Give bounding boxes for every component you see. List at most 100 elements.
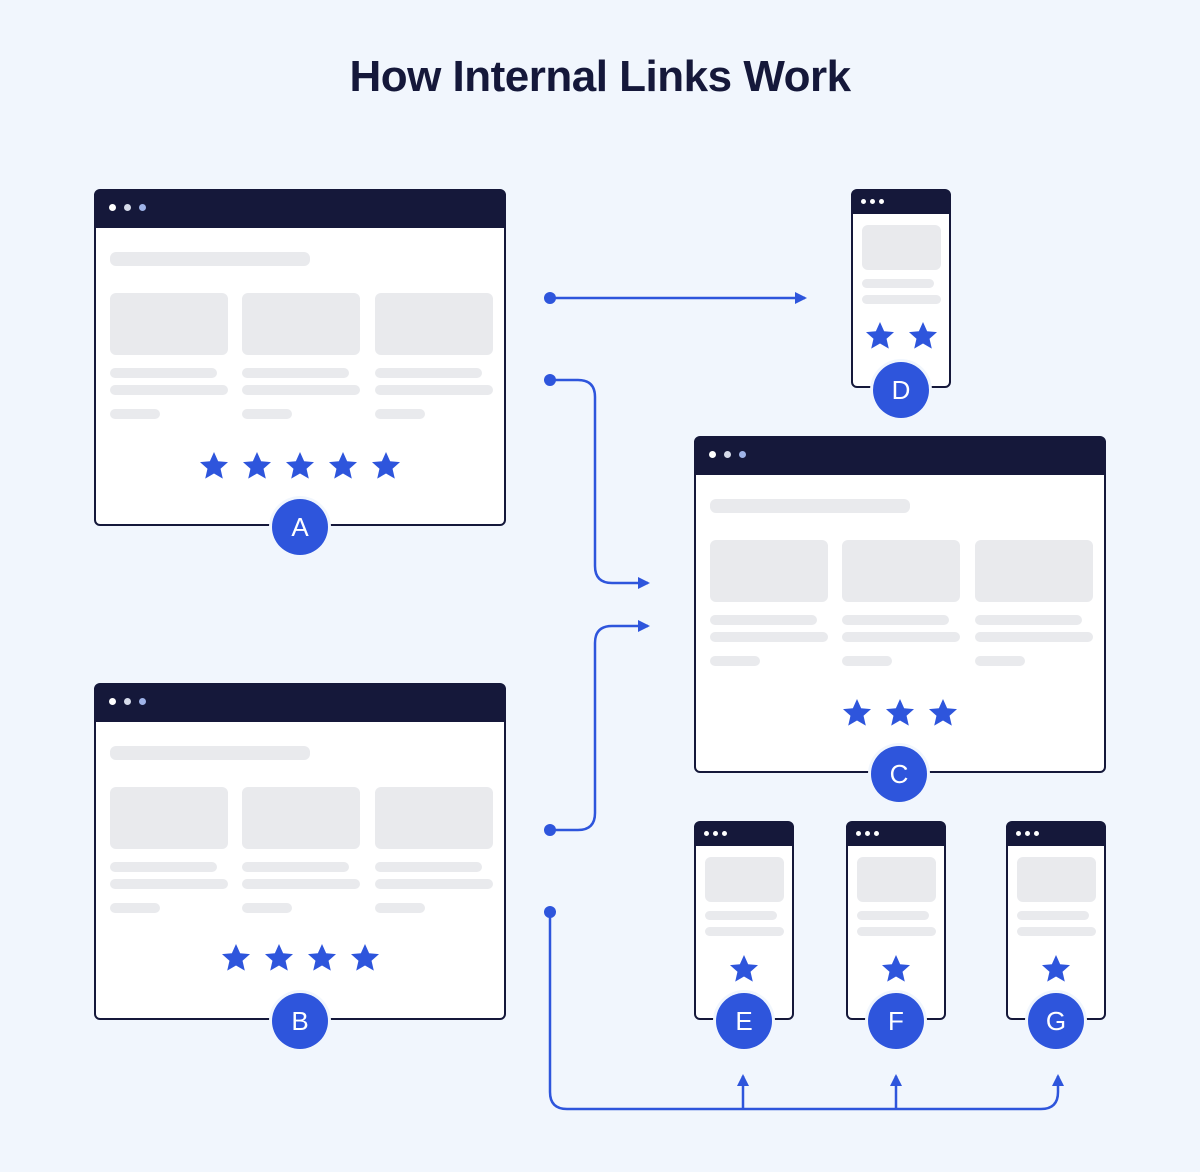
placeholder-line xyxy=(1017,911,1089,920)
placeholder-heading xyxy=(110,252,310,266)
diagram-title: How Internal Links Work xyxy=(349,52,851,101)
placeholder-line xyxy=(242,879,360,889)
placeholder-line xyxy=(975,615,1082,625)
window-titlebar xyxy=(852,190,950,214)
placeholder-image xyxy=(242,293,360,355)
page-g-badge: G xyxy=(1028,993,1084,1049)
window-dots-icon xyxy=(879,199,884,204)
placeholder-line xyxy=(710,632,828,642)
placeholder-line xyxy=(842,632,960,642)
placeholder-line xyxy=(1017,927,1096,936)
placeholder-line xyxy=(242,385,360,395)
placeholder-line xyxy=(242,409,292,419)
link-a-to-c xyxy=(550,378,650,589)
window-dots-icon xyxy=(713,831,718,836)
placeholder-line xyxy=(110,903,160,913)
star-icon xyxy=(730,955,758,982)
placeholder-line xyxy=(975,656,1025,666)
placeholder-image xyxy=(1017,857,1096,902)
placeholder-image xyxy=(705,857,784,902)
window-dots-icon xyxy=(865,831,870,836)
placeholder-line xyxy=(375,862,482,872)
window-dots-icon xyxy=(704,831,709,836)
placeholder-line xyxy=(110,862,217,872)
star-icon xyxy=(886,699,914,726)
placeholder-line xyxy=(710,615,817,625)
link-origin-dot xyxy=(544,292,556,304)
page-b-window xyxy=(94,683,506,1020)
placeholder-line xyxy=(857,911,929,920)
star-icon xyxy=(882,955,910,982)
page-a-badge: A xyxy=(272,499,328,555)
rating-stars xyxy=(96,450,504,482)
placeholder-line xyxy=(705,927,784,936)
rating-stars xyxy=(1008,953,1104,985)
window-dots-icon xyxy=(724,451,731,458)
star-icon xyxy=(350,944,379,971)
rating-stars xyxy=(853,320,949,352)
page-f-window xyxy=(846,821,946,1020)
window-titlebar xyxy=(95,190,505,228)
star-icon xyxy=(264,944,293,971)
placeholder-line xyxy=(375,409,425,419)
link-origin-dot xyxy=(544,824,556,836)
placeholder-line xyxy=(375,879,493,889)
window-dots-icon xyxy=(1025,831,1030,836)
window-dots-icon xyxy=(870,199,875,204)
window-titlebar xyxy=(847,822,945,846)
placeholder-image xyxy=(857,857,936,902)
star-icon xyxy=(372,452,400,479)
placeholder-image xyxy=(110,787,228,849)
placeholder-image xyxy=(842,540,960,602)
window-dots-icon xyxy=(861,199,866,204)
window-dots-icon xyxy=(739,451,746,458)
placeholder-line xyxy=(242,862,349,872)
star-icon xyxy=(865,322,894,349)
window-titlebar xyxy=(695,822,793,846)
window-dots-icon xyxy=(109,204,116,211)
placeholder-image xyxy=(375,787,493,849)
link-origin-dot xyxy=(544,906,556,918)
page-g-window xyxy=(1006,821,1106,1020)
star-icon xyxy=(1042,955,1070,982)
rating-stars xyxy=(696,697,1104,729)
page-f-badge: F xyxy=(868,993,924,1049)
page-c-badge: C xyxy=(871,746,927,802)
page-b-badge: B xyxy=(272,993,328,1049)
star-icon xyxy=(200,452,228,479)
placeholder-line xyxy=(862,295,941,304)
placeholder-image xyxy=(975,540,1093,602)
link-b-to-c xyxy=(550,620,650,832)
placeholder-line xyxy=(842,615,949,625)
placeholder-line xyxy=(242,903,292,913)
window-dots-icon xyxy=(124,204,131,211)
placeholder-line xyxy=(242,368,349,378)
star-icon xyxy=(221,944,250,971)
window-dots-icon xyxy=(856,831,861,836)
window-titlebar xyxy=(1007,822,1105,846)
star-icon xyxy=(908,322,937,349)
placeholder-line xyxy=(110,409,160,419)
rating-stars xyxy=(848,953,944,985)
window-dots-icon xyxy=(1016,831,1021,836)
placeholder-line xyxy=(710,656,760,666)
placeholder-line xyxy=(110,385,228,395)
placeholder-line xyxy=(375,903,425,913)
placeholder-line xyxy=(110,879,228,889)
rating-stars xyxy=(696,953,792,985)
window-dots-icon xyxy=(139,204,146,211)
placeholder-image xyxy=(862,225,941,270)
placeholder-line xyxy=(975,632,1093,642)
page-a-window xyxy=(94,189,506,526)
star-icon xyxy=(243,452,271,479)
placeholder-line xyxy=(705,911,777,920)
window-dots-icon xyxy=(109,698,116,705)
window-titlebar xyxy=(695,437,1105,475)
placeholder-line xyxy=(862,279,934,288)
star-icon xyxy=(307,944,336,971)
placeholder-heading xyxy=(710,499,910,513)
placeholder-image xyxy=(110,293,228,355)
rating-stars xyxy=(96,942,504,974)
window-titlebar xyxy=(95,684,505,722)
placeholder-heading xyxy=(110,746,310,760)
